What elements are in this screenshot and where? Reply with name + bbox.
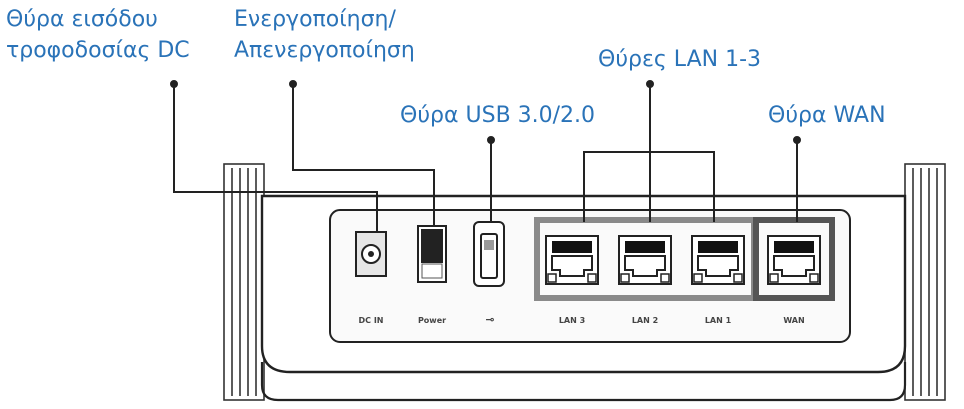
wan-group-frame [753,217,835,301]
wan-port [767,235,821,285]
dc-power-input-callout: Θύρα εισόδου τροφοδοσίας DC [6,4,190,66]
power-leader-line [292,84,435,226]
lan-ports-callout: Θύρες LAN 1-3 [598,44,761,75]
wan-label: WAN [783,316,805,325]
power-switch [417,225,447,283]
lan2-label: LAN 2 [631,316,659,325]
lan1-port [691,235,745,285]
power-callout-line1: Ενεργοποίηση/ [234,7,396,32]
lan2-port [618,235,672,285]
lan1-label: LAN 1 [704,316,732,325]
usb-callout-text: Θύρα USB 3.0/2.0 [400,103,596,128]
dc-in-label: DC IN [358,316,384,325]
usb-port-callout: Θύρα USB 3.0/2.0 [400,100,595,131]
lan3-port [545,235,599,285]
wan-port-callout: Θύρα WAN [768,100,886,131]
lan3-label: LAN 3 [558,316,586,325]
dc-callout-line2: τροφοδοσίας DC [6,38,190,63]
power-label: Power [417,316,447,325]
router-base [260,362,907,402]
leader-lines [170,80,801,232]
left-side-fin [223,163,265,401]
usb-port [473,221,505,287]
usb-symbol-label: ⊸ [485,313,495,326]
lan-callout-text: Θύρες LAN 1-3 [598,47,762,72]
dc-leader-line [173,84,378,232]
right-side-fin [904,163,946,401]
dc-callout-line1: Θύρα εισόδου [6,7,158,32]
power-switch-callout: Ενεργοποίηση/ Απενεργοποίηση [234,4,415,66]
dc-in-jack [355,231,387,277]
power-callout-line2: Απενεργοποίηση [234,38,415,63]
wan-callout-text: Θύρα WAN [768,103,886,128]
